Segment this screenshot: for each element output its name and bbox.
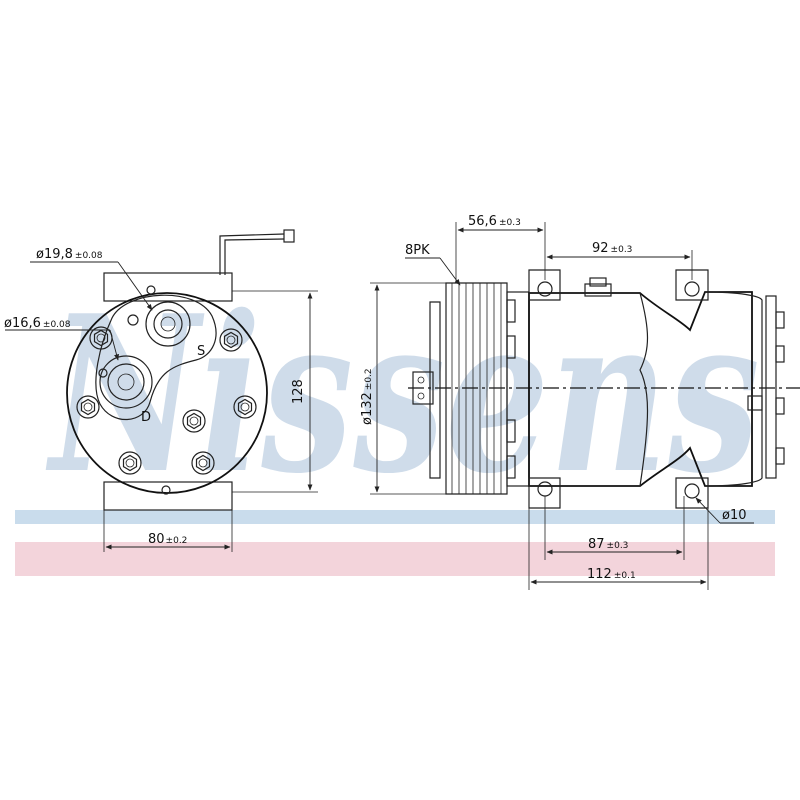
front-view: S D ø19,8±0.08 ø16,6±0.08 128 80±0.2 (4, 229, 318, 552)
discharge-mark: D (141, 410, 151, 425)
dim-87-label: 87±0.3 (588, 537, 628, 552)
dia-19-8-label: ø19,8±0.08 (36, 247, 103, 262)
suction-mark: S (197, 344, 205, 359)
manifold-plate (95, 294, 217, 421)
service-pipe (219, 233, 285, 275)
height-label: 128 (291, 379, 306, 404)
compressor-body (528, 291, 753, 487)
lower-bracket (103, 481, 233, 511)
dim-112-label: 112±0.1 (587, 567, 636, 582)
discharge-port (99, 355, 153, 409)
dim-56-6-label: 56,6±0.3 (468, 214, 521, 229)
dim-92-label: 92±0.3 (592, 241, 632, 256)
belt-label: 8PK (405, 243, 430, 258)
pulley-dia-label: ø132±0.2 (360, 368, 375, 425)
side-view: 8PK 56,6±0.3 92±0.3 ø132±0.2 ø10 87±0.3 (360, 214, 800, 590)
hole-dia-label: ø10 (722, 508, 747, 523)
front-body (66, 292, 268, 494)
suction-port (145, 301, 191, 347)
dia-16-6-label: ø16,6±0.08 (4, 316, 71, 331)
width-label: 80±0.2 (148, 532, 187, 547)
rear-head (704, 291, 763, 487)
pulley (445, 282, 508, 495)
blue-band (15, 510, 775, 524)
upper-bracket (103, 272, 233, 302)
clutch-plate (429, 301, 441, 479)
